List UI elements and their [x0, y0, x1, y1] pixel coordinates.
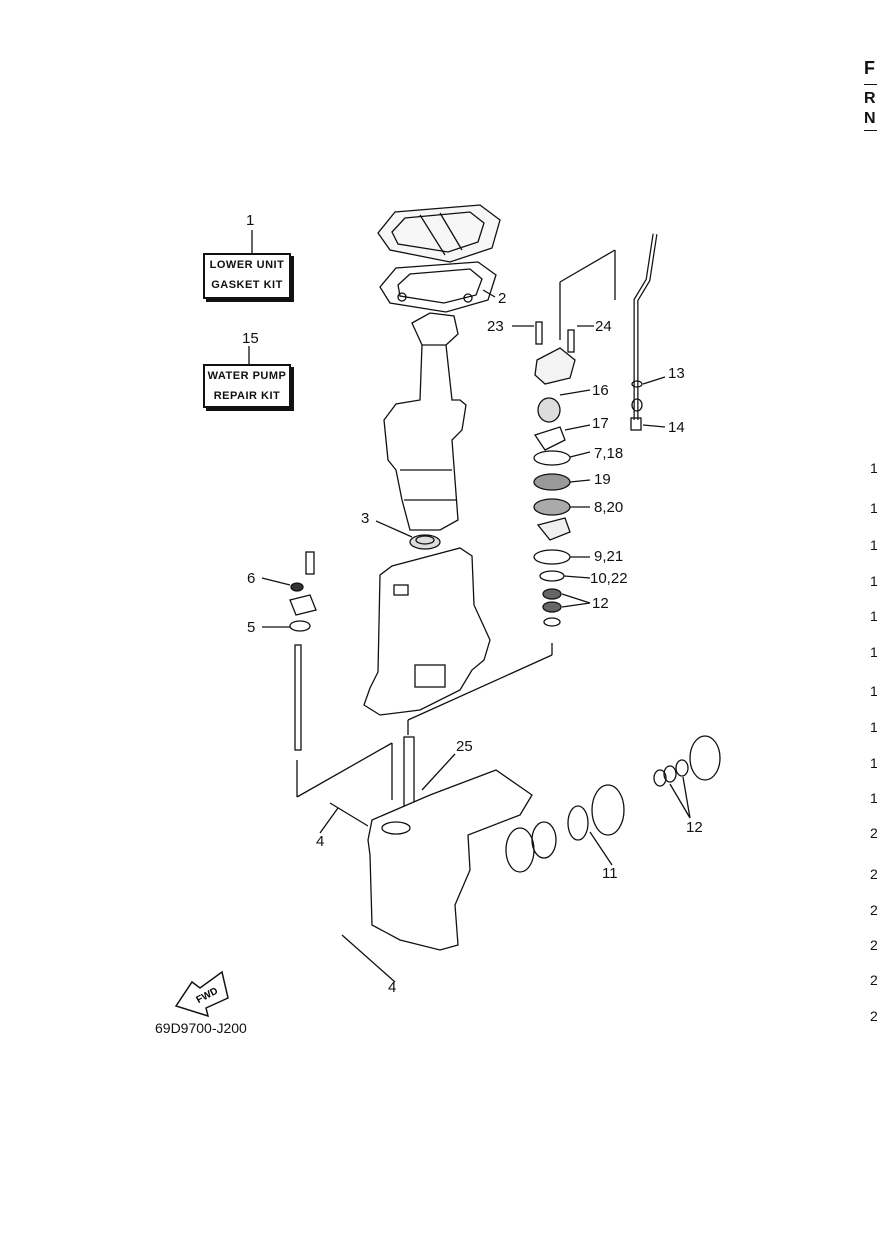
edge-row-number: 1	[870, 573, 877, 589]
edge-rule-2	[864, 130, 877, 131]
callout-4a: 4	[316, 833, 324, 850]
edge-row-number: 2	[870, 866, 877, 882]
lower-case-part	[367, 769, 533, 951]
propeller-shaft-parts	[505, 735, 721, 873]
callout-12b: 12	[686, 819, 703, 836]
edge-letter-n: N	[864, 110, 876, 127]
callout-6: 6	[247, 570, 255, 587]
kit-1-line1: LOWER UNIT	[209, 259, 285, 271]
callout-24: 24	[595, 318, 612, 335]
callout-9-21: 9,21	[594, 548, 623, 565]
lower-casing-part	[363, 547, 491, 716]
edge-row-number: 1	[870, 683, 877, 699]
callout-11: 11	[602, 865, 618, 882]
water-pump-stack	[533, 321, 576, 627]
edge-row-number: 2	[870, 937, 877, 953]
shift-rod-assembly	[289, 551, 317, 751]
lower-unit-gasket-kit-box: LOWER UNIT GASKET KIT	[203, 253, 291, 299]
water-pump-repair-kit-box: WATER PUMP REPAIR KIT	[203, 364, 291, 408]
gasket-part-2	[379, 261, 497, 313]
callout-4b: 4	[388, 979, 396, 996]
fwd-arrow-icon	[174, 970, 229, 1018]
edge-row-number: 1	[870, 460, 877, 476]
edge-letter-r: R	[864, 90, 876, 107]
edge-row-number: 2	[870, 1008, 877, 1024]
kit-15-line2: REPAIR KIT	[213, 390, 281, 402]
callout-5: 5	[247, 619, 255, 636]
callout-25: 25	[456, 738, 473, 755]
callout-10-22: 10,22	[590, 570, 628, 587]
edge-row-number: 2	[870, 972, 877, 988]
callout-12a: 12	[592, 595, 609, 612]
callout-14: 14	[668, 419, 685, 436]
edge-row-number: 1	[870, 608, 877, 624]
callout-2: 2	[498, 290, 506, 307]
edge-row-number: 1	[870, 537, 877, 553]
kit-1-ref: 1	[246, 212, 255, 229]
kit-15-ref: 15	[242, 330, 259, 347]
edge-rule-1	[864, 84, 877, 85]
callout-13: 13	[668, 365, 685, 382]
callout-17: 17	[592, 415, 609, 432]
edge-row-number: 1	[870, 719, 877, 735]
drawing-code: 69D9700-J200	[155, 1020, 247, 1036]
kit-1-line2: GASKET KIT	[211, 279, 283, 291]
kit-15-line1: WATER PUMP	[207, 370, 287, 382]
edge-row-number: 2	[870, 902, 877, 918]
callout-7-18: 7,18	[594, 445, 623, 462]
edge-row-number: 1	[870, 755, 877, 771]
edge-row-number: 1	[870, 644, 877, 660]
water-tube	[633, 233, 658, 420]
callout-23: 23	[487, 318, 504, 335]
edge-row-number: 1	[870, 790, 877, 806]
seal-part-3	[409, 534, 441, 550]
edge-row-number: 1	[870, 500, 877, 516]
callout-3: 3	[361, 510, 369, 527]
edge-letter-f: F	[864, 58, 875, 78]
upper-casing-part	[383, 312, 467, 531]
edge-row-number: 2	[870, 825, 877, 841]
upper-cover-part	[377, 204, 501, 263]
callout-8-20: 8,20	[594, 499, 623, 516]
callout-16: 16	[592, 382, 609, 399]
callout-19: 19	[594, 471, 611, 488]
